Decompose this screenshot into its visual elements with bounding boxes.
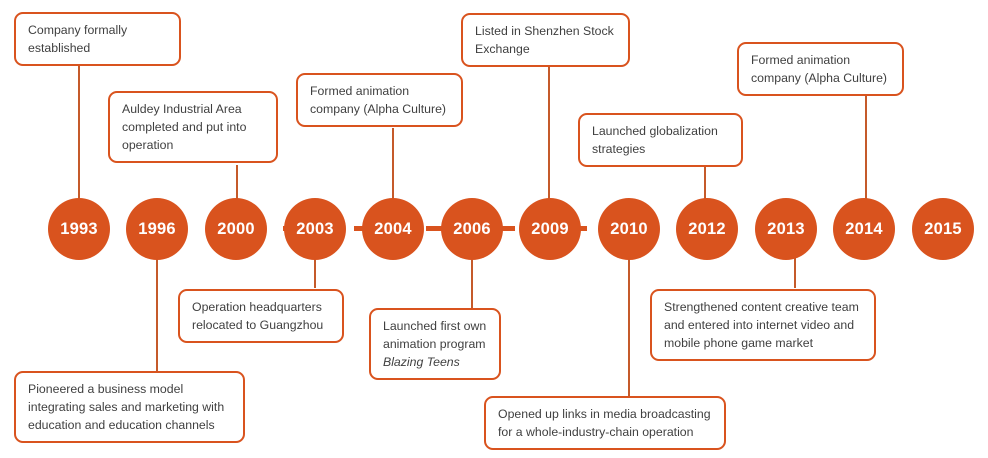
event-callout-2013[interactable]: Strengthened content creative team and e… — [650, 289, 876, 362]
connector-2014 — [865, 88, 867, 230]
event-text-line: Opened up links in media broadcasting — [498, 407, 711, 421]
year-node-2009[interactable]: 2009 — [519, 198, 581, 260]
event-text-line: Launched globalization — [592, 124, 718, 138]
event-text-line: Exchange — [475, 42, 530, 57]
event-text-line: operation — [122, 138, 174, 153]
event-callout-2006[interactable]: Launched first own animation program Bla… — [369, 308, 501, 381]
event-text-line: Launched first own — [383, 319, 487, 333]
event-text-line: education and education channels — [28, 418, 215, 433]
connector-1993 — [78, 58, 80, 230]
event-text-line: Auldey Industrial Area — [122, 102, 242, 116]
year-label: 2003 — [296, 219, 334, 238]
event-text-line: Strengthened content creative team — [664, 300, 859, 314]
year-label: 2012 — [688, 219, 726, 238]
year-label: 2009 — [531, 219, 569, 238]
year-node-2014[interactable]: 2014 — [833, 198, 895, 260]
event-callout-2009[interactable]: Listed in Shenzhen Stock Exchange — [461, 13, 630, 68]
year-label: 2006 — [453, 219, 491, 238]
event-text-line: mobile phone game market — [664, 336, 814, 351]
year-node-2010[interactable]: 2010 — [598, 198, 660, 260]
connector-2009 — [548, 60, 550, 230]
event-callout-2010[interactable]: Opened up links in media broadcasting fo… — [484, 396, 726, 451]
event-callout-2003[interactable]: Operation headquarters relocated to Guan… — [178, 289, 344, 344]
event-text-line: for a whole-industry-chain operation — [498, 425, 694, 440]
connector-1996 — [156, 228, 158, 376]
axis-segment — [426, 226, 444, 231]
event-text-line: strategies — [592, 142, 646, 157]
connector-2006 — [471, 228, 473, 308]
event-callout-2014[interactable]: Formed animation company (Alpha Culture) — [737, 42, 904, 97]
event-callout-2004[interactable]: Formed animation company (Alpha Culture) — [296, 73, 463, 128]
connector-2012 — [704, 162, 706, 230]
event-text-line: company (Alpha Culture) — [751, 71, 888, 86]
event-text-line: Pioneered a business model — [28, 382, 184, 396]
event-text-line-italic: Blazing Teens — [383, 355, 460, 370]
event-callout-1993[interactable]: Company formally established — [14, 12, 181, 67]
event-text-line: Formed animation — [310, 84, 410, 98]
year-node-2012[interactable]: 2012 — [676, 198, 738, 260]
year-label: 2015 — [924, 219, 962, 238]
event-callout-2000[interactable]: Auldey Industrial Area completed and put… — [108, 91, 278, 164]
event-callout-2012[interactable]: Launched globalization strategies — [578, 113, 743, 168]
year-label: 1993 — [60, 219, 98, 238]
event-text-line: company (Alpha Culture) — [310, 102, 447, 117]
event-text-line: Formed animation — [751, 53, 851, 67]
event-text-line: Company formally — [28, 23, 128, 37]
event-text-line: established — [28, 41, 91, 56]
event-text-line: completed and put into — [122, 120, 247, 135]
year-label: 2010 — [610, 219, 648, 238]
year-node-2000[interactable]: 2000 — [205, 198, 267, 260]
year-label: 2013 — [767, 219, 805, 238]
connector-2000 — [236, 165, 238, 230]
year-label: 1996 — [138, 219, 176, 238]
year-label: 2014 — [845, 219, 883, 238]
year-node-2015[interactable]: 2015 — [912, 198, 974, 260]
year-label: 2004 — [374, 219, 412, 238]
year-node-1996[interactable]: 1996 — [126, 198, 188, 260]
connector-2010 — [628, 228, 630, 396]
connector-2004 — [392, 128, 394, 230]
year-node-2003[interactable]: 2003 — [284, 198, 346, 260]
year-node-2013[interactable]: 2013 — [755, 198, 817, 260]
event-text-line: relocated to Guangzhou — [192, 318, 324, 333]
event-text-line: integrating sales and marketing with — [28, 400, 225, 415]
event-callout-1996[interactable]: Pioneered a business model integrating s… — [14, 371, 245, 444]
year-node-2004[interactable]: 2004 — [362, 198, 424, 260]
event-text-line: animation program — [383, 337, 486, 352]
year-node-2006[interactable]: 2006 — [441, 198, 503, 260]
year-node-1993[interactable]: 1993 — [48, 198, 110, 260]
event-text-line: Operation headquarters — [192, 300, 322, 314]
event-text-line: and entered into internet video and — [664, 318, 855, 333]
axis-segment — [497, 226, 515, 231]
year-label: 2000 — [217, 219, 255, 238]
event-text-line: Listed in Shenzhen Stock — [475, 24, 614, 38]
